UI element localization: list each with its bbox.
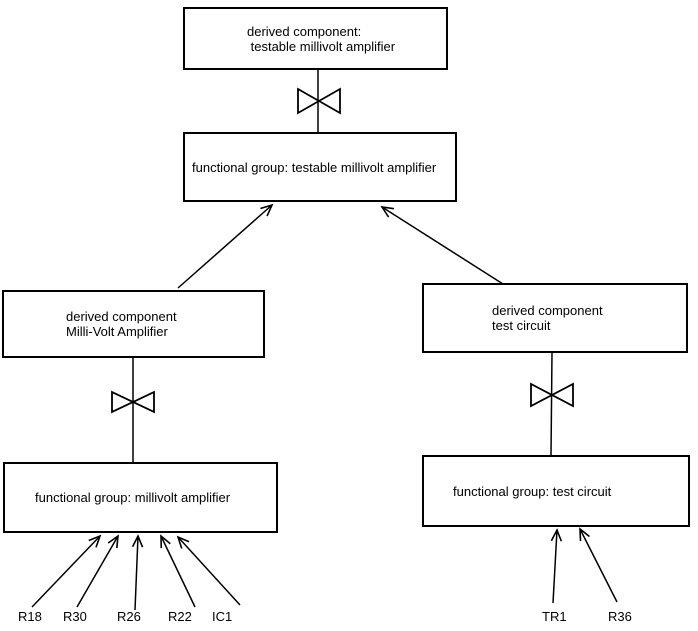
leaf-label-r26: R26 bbox=[117, 609, 141, 624]
node-text-line: test circuit bbox=[492, 318, 551, 333]
node-text-line: testable millivolt amplifier bbox=[247, 38, 396, 54]
decomposition-bowtie-icon bbox=[297, 87, 341, 115]
arrow-right-derived-to-top-functional bbox=[380, 205, 504, 285]
node-text-line: functional group: testable millivolt amp… bbox=[192, 159, 437, 175]
arrow-r36-to-right-functional bbox=[579, 527, 618, 603]
arrow-ic1-to-left-functional bbox=[176, 535, 241, 606]
node-text-line: derived component bbox=[492, 303, 603, 318]
node-functional-group-testable-millivolt-amplifier: functional group: testable millivolt amp… bbox=[183, 132, 457, 202]
node-derived-component-testable-millivolt-amplifier: derived component: testable millivolt am… bbox=[183, 7, 448, 70]
node-text-line: derived component: bbox=[247, 23, 362, 39]
arrow-r18-to-left-functional bbox=[31, 534, 102, 608]
arrow-left-derived-to-top-functional bbox=[177, 203, 274, 289]
node-text-line: functional group: test circuit bbox=[453, 483, 612, 499]
node-text-line: derived component bbox=[66, 309, 177, 324]
node-text-line: Milli-Volt Amplifier bbox=[66, 324, 168, 339]
leaf-label-ic1: IC1 bbox=[212, 609, 233, 624]
decomposition-bowtie-icon bbox=[530, 382, 574, 408]
leaf-label-r36: R36 bbox=[608, 609, 632, 624]
node-functional-group-millivolt-amplifier: functional group: millivolt amplifier bbox=[3, 462, 278, 533]
arrow-tr1-to-right-functional bbox=[550, 528, 563, 604]
node-text-line: functional group: millivolt amplifier bbox=[35, 490, 231, 505]
node-derived-component-milli-volt-amplifier: derived component Milli-Volt Amplifier bbox=[2, 290, 265, 358]
arrow-r26-to-left-functional bbox=[131, 534, 144, 611]
decomposition-bowtie-icon bbox=[111, 390, 155, 414]
arrow-r22-to-left-functional bbox=[160, 534, 196, 608]
leaf-label-tr1: TR1 bbox=[542, 609, 567, 624]
arrow-r30-to-left-functional bbox=[76, 534, 119, 608]
connector-right-derived-to-functional bbox=[550, 352, 553, 456]
node-functional-group-test-circuit: functional group: test circuit bbox=[422, 455, 690, 527]
leaf-label-r22: R22 bbox=[168, 609, 192, 624]
leaf-label-r18: R18 bbox=[18, 609, 42, 624]
node-derived-component-test-circuit: derived component test circuit bbox=[422, 283, 688, 353]
leaf-label-r30: R30 bbox=[63, 609, 87, 624]
